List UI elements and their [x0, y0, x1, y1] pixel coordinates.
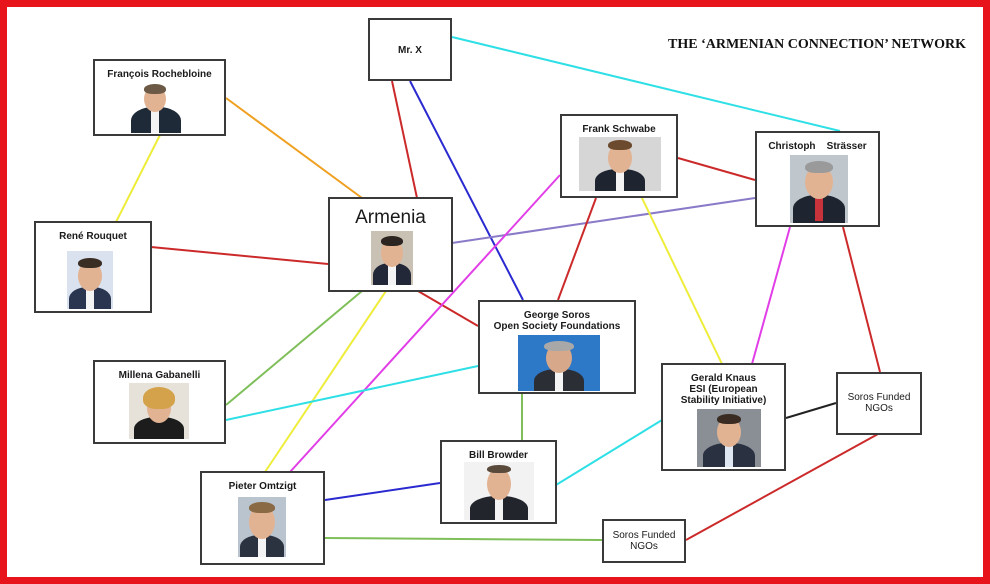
- person-photo-icon: [579, 137, 661, 191]
- node-george-soros: George Soros Open Society Foundations: [478, 300, 636, 394]
- link-knaus-browder: [555, 419, 663, 486]
- link-ngos1-ngos2: [685, 433, 879, 541]
- person-photo-icon: [238, 497, 286, 557]
- node-label: Bill Browder: [469, 450, 528, 461]
- link-strasser-knaus: [751, 226, 791, 365]
- link-rochebloine-armenia: [225, 97, 363, 199]
- node-christoph-strasser: Christoph Strässer: [755, 131, 880, 227]
- node-label: Soros Funded NGOs: [612, 530, 676, 552]
- person-photo-icon: [67, 251, 113, 309]
- person-photo-icon: [129, 383, 189, 439]
- node-rene-rouquet: René Rouquet: [34, 221, 152, 313]
- node-label: François Rochebloine: [107, 69, 212, 80]
- person-photo-icon: [464, 462, 534, 520]
- link-schwabe-soros: [557, 197, 597, 301]
- node-francois-rochebloine: François Rochebloine: [93, 59, 226, 136]
- node-soros-funded-ngos-right: Soros Funded NGOs: [836, 372, 922, 435]
- node-label: Frank Schwabe: [582, 124, 656, 135]
- node-label: Mr. X: [398, 45, 422, 56]
- node-label: George Soros Open Society Foundations: [493, 310, 621, 332]
- person-photo-icon: [371, 231, 413, 285]
- link-strasser-ngos1: [842, 226, 881, 373]
- link-soros-gabanelli: [225, 365, 479, 421]
- link-schwabe-strasser: [677, 157, 756, 181]
- node-gerald-knaus: Gerald Knaus ESI (European Stability Ini…: [661, 363, 786, 471]
- link-armenia-soros: [417, 290, 479, 327]
- link-armenia-gabanelli: [225, 290, 363, 406]
- node-mr-x: Mr. X: [368, 18, 452, 81]
- node-label: Christoph Strässer: [768, 141, 867, 152]
- link-omtzigt-ngos2: [324, 537, 603, 541]
- link-mrx-armenia: [391, 80, 418, 199]
- node-armenia: Armenia: [328, 197, 453, 292]
- link-mrx-soros: [409, 80, 524, 301]
- node-millena-gabanelli: Millena Gabanelli: [93, 360, 226, 444]
- link-knaus-ngos1: [785, 402, 837, 419]
- node-label: René Rouquet: [59, 231, 127, 242]
- node-label: Gerald Knaus ESI (European Stability Ini…: [680, 373, 767, 406]
- node-label: Millena Gabanelli: [118, 370, 201, 381]
- diagram-title: THE ‘ARMENIAN CONNECTION’ NETWORK: [668, 37, 967, 52]
- link-rouquet-armenia: [150, 246, 329, 265]
- link-schwabe-knaus: [641, 197, 723, 365]
- node-label: Armenia: [355, 207, 426, 228]
- link-schwabe-omtzigt: [289, 174, 561, 473]
- person-photo-icon: [697, 409, 761, 467]
- node-pieter-omtzigt: Pieter Omtzigt: [200, 471, 325, 565]
- node-label: Pieter Omtzigt: [228, 481, 297, 492]
- link-rochebloine-rouquet: [115, 134, 161, 223]
- link-mrx-strasser: [451, 36, 841, 132]
- node-bill-browder: Bill Browder: [440, 440, 557, 524]
- person-photo-icon: [790, 155, 848, 223]
- link-browder-omtzigt: [324, 482, 441, 501]
- person-photo-icon: [518, 335, 600, 391]
- link-armenia-omtzigt: [264, 290, 387, 473]
- node-frank-schwabe: Frank Schwabe: [560, 114, 678, 198]
- link-armenia-strasser: [451, 197, 756, 244]
- node-label: Soros Funded NGOs: [847, 392, 911, 414]
- person-photo-icon: [127, 81, 185, 133]
- node-soros-funded-ngos-bottom: Soros Funded NGOs: [602, 519, 686, 563]
